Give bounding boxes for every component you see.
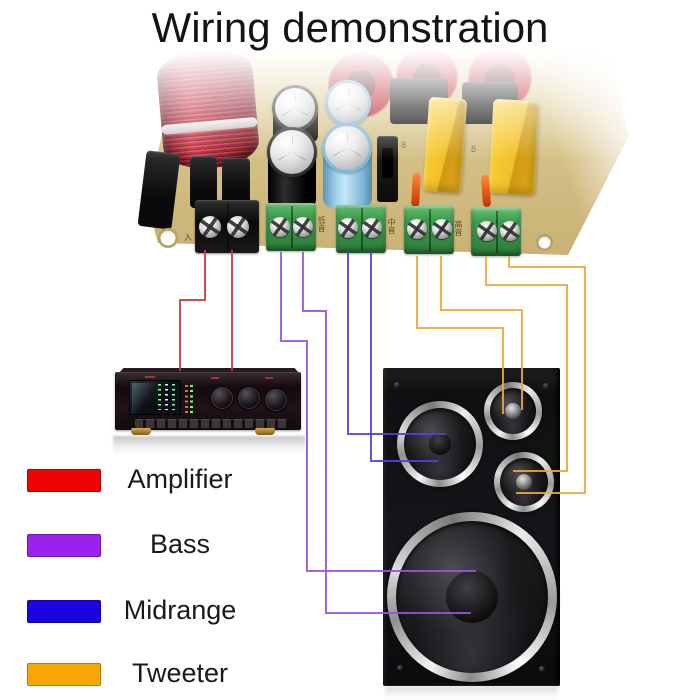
woofer-dustcap — [446, 571, 498, 623]
indicator-led-column — [190, 385, 193, 413]
crossover-board: 8 8 入 低音 中音 高音 — [137, 40, 640, 270]
volume-knob — [211, 387, 233, 409]
button-row — [135, 419, 287, 428]
panel-label-mark — [265, 377, 273, 379]
amplifier-reflection — [113, 436, 305, 456]
speaker-reflection — [385, 686, 558, 700]
terminal-screw — [432, 219, 452, 239]
terminal-screw — [338, 218, 358, 238]
bass-color-swatch — [27, 534, 101, 557]
legend-row-bass: Bass — [27, 529, 287, 562]
tweeter-color-swatch — [27, 663, 101, 686]
amplifier-legend-label: Amplifier — [127, 464, 233, 494]
silkscreen-mid-label: 中音 — [387, 218, 396, 234]
midrange-legend-label: Midrange — [123, 595, 237, 625]
terminal-screw — [293, 217, 313, 237]
tweeter-legend-label: Tweeter — [131, 658, 229, 688]
cabinet-screw — [394, 382, 400, 388]
terminal-screw — [477, 221, 497, 241]
amplifier-display — [129, 380, 181, 415]
silkscreen-mark: 8 — [401, 140, 407, 150]
transistor — [377, 136, 398, 202]
yellow-film-capacitor — [422, 96, 468, 194]
woofer-driver — [387, 512, 557, 682]
silkscreen-mark: 8 — [471, 144, 477, 154]
silkscreen-bass-label: 低音 — [317, 216, 326, 232]
display-led-column — [158, 384, 161, 410]
amplifier-foot — [255, 428, 275, 435]
speaker-cabinet — [383, 368, 560, 700]
blue-capacitor-top — [322, 123, 372, 173]
cabinet-screw — [539, 666, 545, 672]
blue-capacitor-top — [325, 80, 371, 126]
terminal-screw — [227, 216, 249, 238]
panel-label-mark — [145, 376, 155, 378]
electrolytic-capacitor-top — [267, 127, 317, 177]
midrange-dustcap — [429, 433, 451, 455]
silkscreen-input-label: 入 — [184, 233, 192, 242]
legend-row-midrange: Midrange — [27, 595, 287, 628]
bass-legend-label: Bass — [149, 529, 211, 559]
indicator-led-column — [185, 385, 188, 413]
midrange-driver — [397, 401, 483, 487]
tweeter-driver — [484, 382, 542, 440]
amplifier — [113, 368, 305, 458]
mounting-hole — [158, 228, 178, 248]
midrange-color-swatch — [27, 600, 101, 623]
cable-tie — [161, 116, 258, 135]
cabinet-screw — [397, 665, 403, 671]
electrolytic-capacitor-top — [272, 85, 318, 131]
tweeter-driver — [494, 452, 554, 512]
terminal-screw — [500, 221, 520, 241]
terminal-screw — [199, 216, 221, 238]
display-led-column — [172, 384, 175, 410]
terminal-screw — [362, 218, 382, 238]
terminal-screw — [270, 217, 290, 237]
panel-label-mark — [211, 377, 219, 379]
legend-row-amplifier: Amplifier — [27, 464, 287, 497]
tweeter-dome — [505, 403, 521, 419]
yellow-film-capacitor — [488, 98, 540, 196]
mounting-hole — [536, 234, 553, 251]
terminal-screw — [407, 219, 427, 239]
display-led-column — [165, 384, 168, 410]
amplifier-foot — [131, 428, 151, 435]
tone-knob — [238, 387, 260, 409]
legend-row-tweeter: Tweeter — [27, 658, 287, 691]
amplifier-top-edge — [118, 368, 300, 374]
tweeter-dome — [516, 474, 532, 490]
page-title: Wiring demonstration — [151, 4, 549, 51]
tone-knob — [265, 389, 287, 411]
amplifier-front-panel — [115, 372, 301, 430]
amplifier-color-swatch — [27, 469, 101, 492]
silkscreen-high-label: 高音 — [454, 220, 463, 236]
cabinet-screw — [543, 383, 549, 389]
